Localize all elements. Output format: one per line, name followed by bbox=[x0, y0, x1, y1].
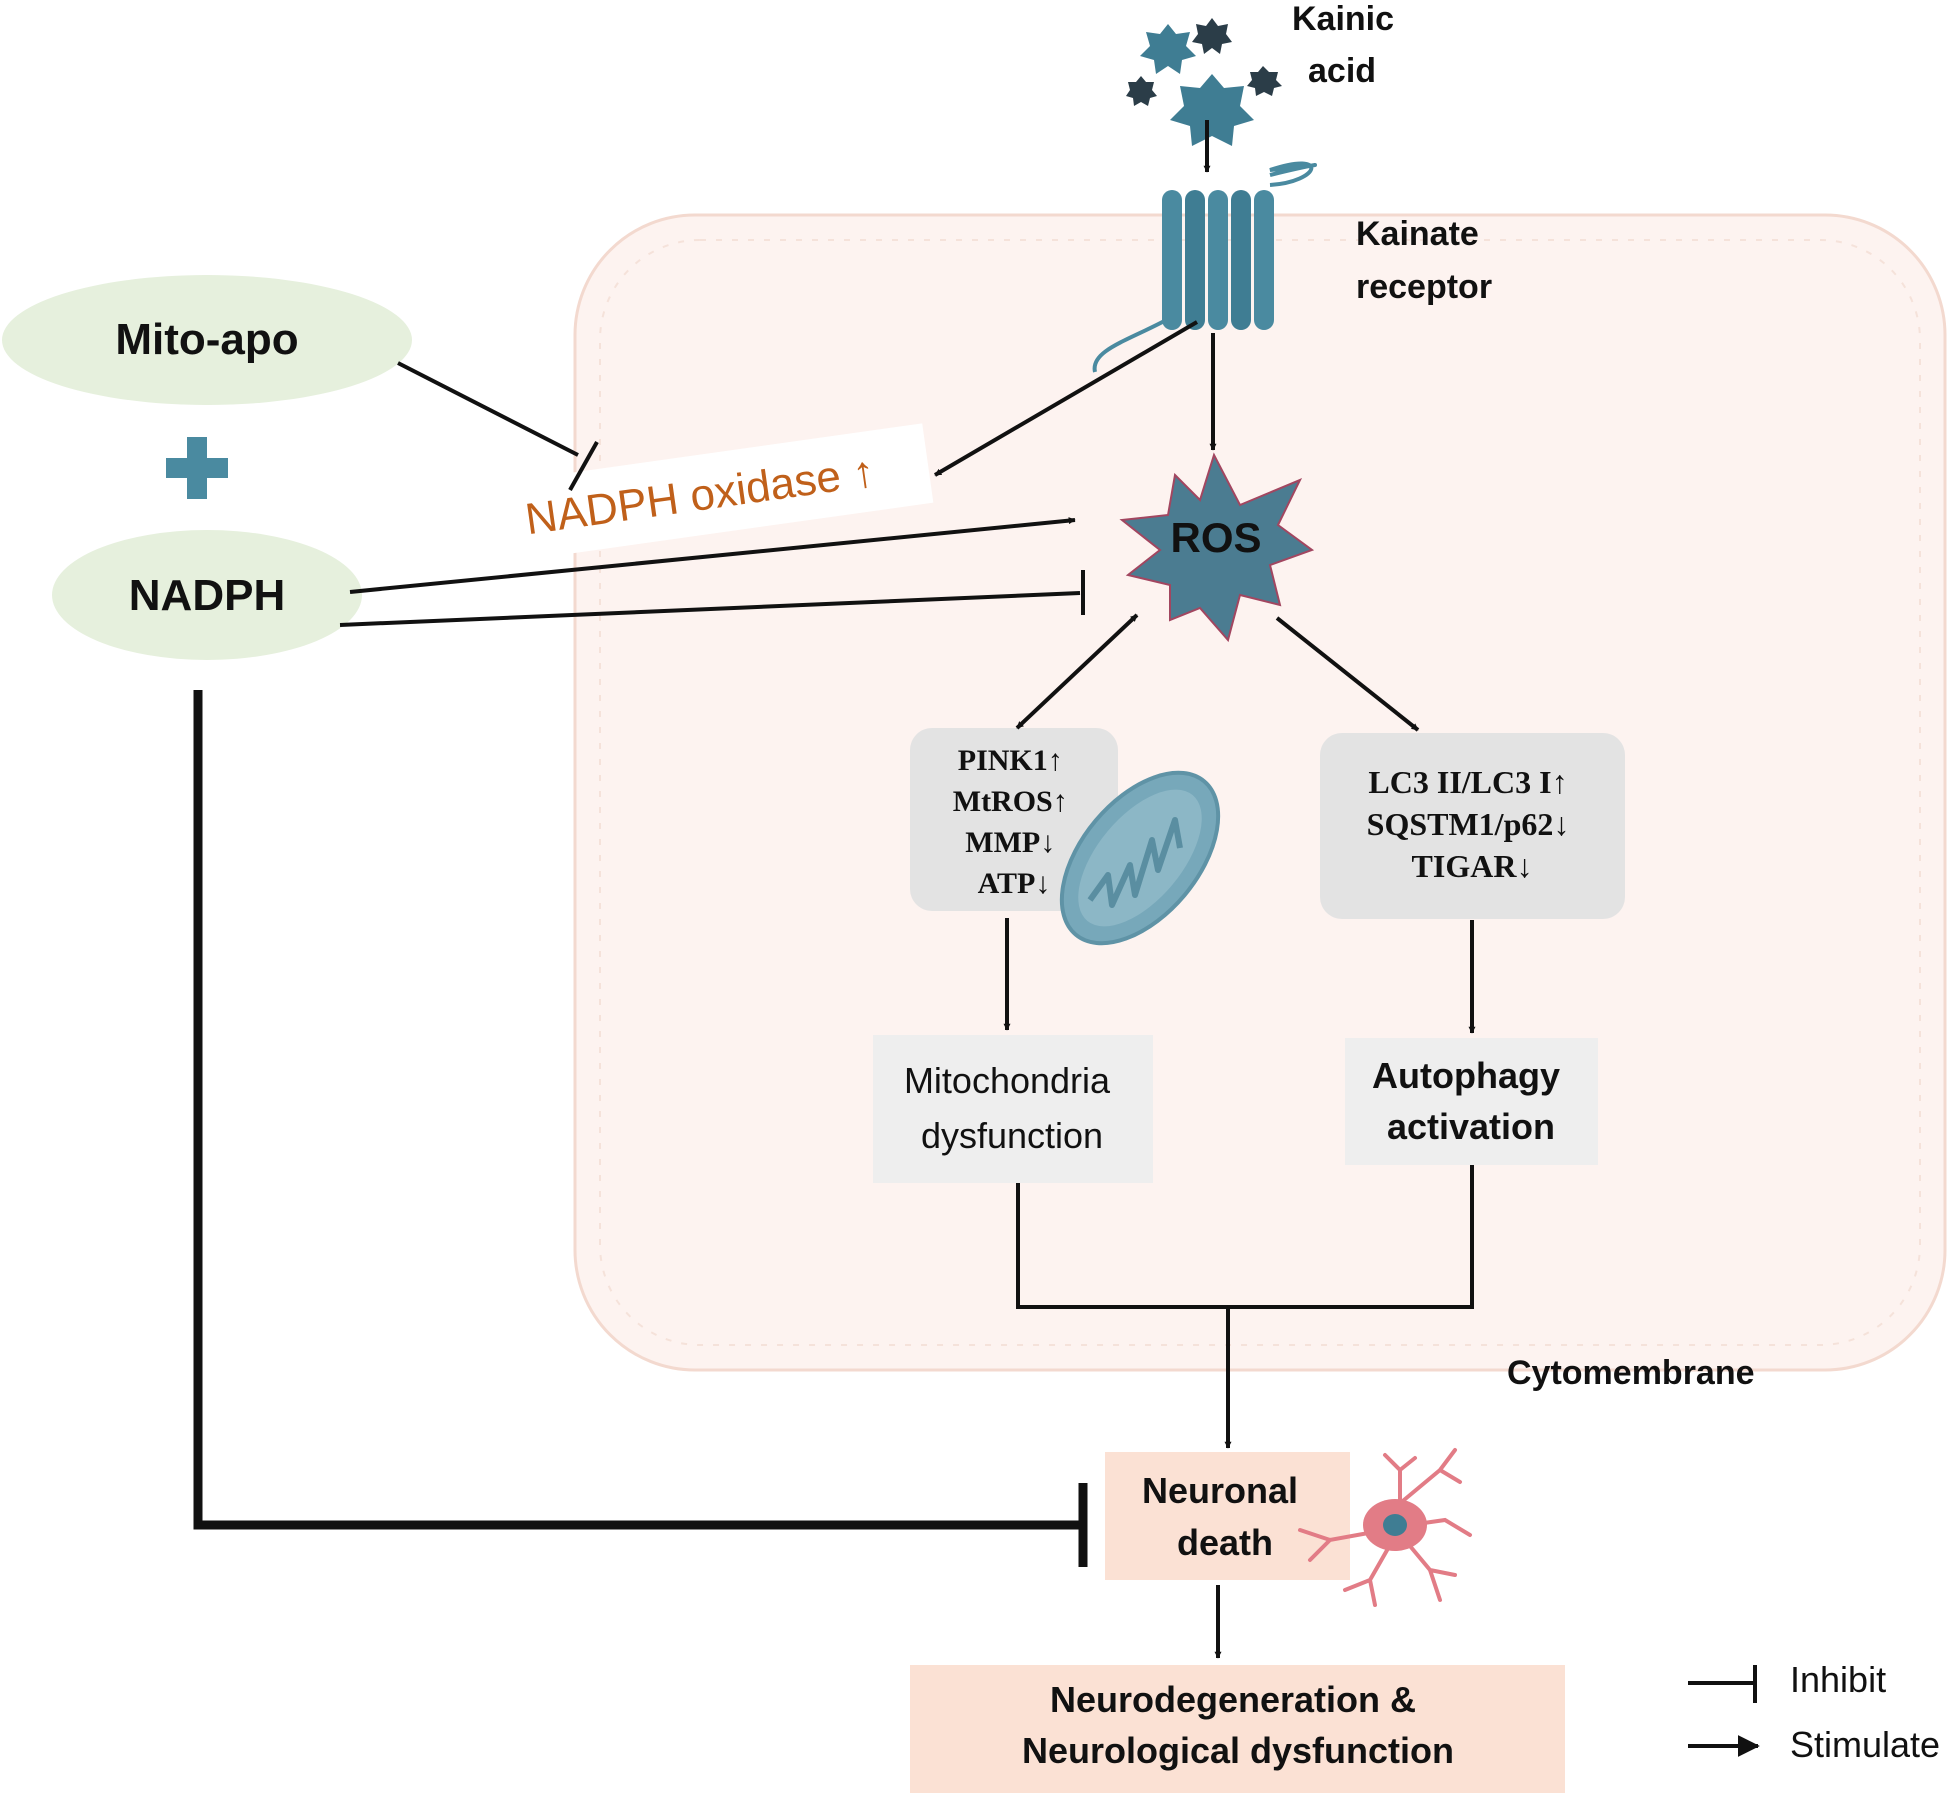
legend-stimulate-label: Stimulate bbox=[1790, 1724, 1940, 1765]
nadph-ellipse bbox=[52, 530, 362, 660]
marker-lc3: LC3 II/LC3 I↑ bbox=[1368, 764, 1567, 800]
kainic-acid-label-2: acid bbox=[1308, 52, 1376, 90]
outcome-box bbox=[910, 1665, 1565, 1793]
svg-text:Neurodegeneration & Neurol: Neurodegeneration & Neurological dysfunc… bbox=[1022, 1679, 1454, 1771]
neuronal-death-label-1: Neuronal bbox=[1142, 1470, 1298, 1511]
kainate-receptor-icon bbox=[1092, 161, 1317, 373]
autophagy-activation-label-1: Autophagy bbox=[1372, 1055, 1560, 1096]
inhibit-mitoapo-to-nadph-oxidase bbox=[397, 361, 579, 457]
outcome-label-1: Neurodegeneration & bbox=[1050, 1679, 1416, 1720]
cell-membrane bbox=[573, 213, 1947, 1372]
svg-text:Neuronal death: Neuronal death bbox=[1142, 1470, 1308, 1563]
kainate-receptor-label-2: receptor bbox=[1356, 268, 1492, 306]
mito-markers-box bbox=[910, 728, 1118, 911]
mito-apo-ellipse bbox=[2, 275, 412, 405]
mito-dysfunction-label-1: Mitochondria bbox=[904, 1060, 1111, 1101]
legend: Inhibit Stimulate bbox=[1688, 1659, 1940, 1765]
svg-text:Kainate receptor: Kainate receptor bbox=[1356, 215, 1492, 306]
marker-pink1: PINK1↑ bbox=[958, 744, 1063, 777]
kainate-receptor-label-1: Kainate bbox=[1356, 215, 1479, 253]
marker-mtros: MtROS↑ bbox=[953, 785, 1068, 818]
arrow-nadph-to-ros bbox=[349, 517, 1076, 594]
mito-dysfunction-label-2: dysfunction bbox=[921, 1115, 1103, 1156]
kainic-acid-label-1: Kainic bbox=[1292, 0, 1394, 38]
mito-dysfunction-box bbox=[873, 1035, 1153, 1183]
mito-apo-label: Mito-apo bbox=[115, 315, 298, 364]
neuronal-death-label-2: death bbox=[1177, 1522, 1273, 1563]
cytomembrane-label: Cytomembrane bbox=[1507, 1354, 1755, 1392]
legend-inhibit-label: Inhibit bbox=[1790, 1659, 1886, 1700]
neuron-icon bbox=[1298, 1448, 1472, 1607]
autophagy-activation-box bbox=[1345, 1038, 1598, 1165]
marker-atp: ATP↓ bbox=[978, 867, 1051, 900]
mitochondrion-icon bbox=[1059, 770, 1221, 946]
ros-star-icon bbox=[1119, 452, 1315, 643]
plus-icon bbox=[166, 437, 228, 499]
convergence-connector bbox=[1016, 1165, 1474, 1309]
kainic-acid-particles-icon bbox=[1126, 18, 1282, 146]
svg-text:Kainic acid: Kainic acid bbox=[1292, 0, 1404, 90]
svg-text:Mitochondria dysfunction: Mitochondria dysfunction bbox=[904, 1060, 1120, 1156]
arrow-ros-to-autophagy-markers bbox=[1275, 616, 1420, 732]
marker-tigar: TIGAR↓ bbox=[1412, 848, 1533, 884]
ros-label: ROS bbox=[1170, 514, 1261, 561]
svg-text:PINK1↑ MtROS↑ MMP↓: PINK1↑ MtROS↑ MMP↓ ATP↓ bbox=[953, 744, 1076, 900]
svg-text:LC3 II/LC3 I↑ SQSTM1/p62↓: LC3 II/LC3 I↑ SQSTM1/p62↓ TIGAR↓ bbox=[1367, 764, 1578, 884]
inhibit-nadph-to-ros bbox=[339, 591, 1081, 627]
autophagy-markers-box bbox=[1320, 733, 1625, 919]
marker-sqstm1: SQSTM1/p62↓ bbox=[1367, 806, 1570, 842]
svg-text:Autophagy activation: Autophagy activation bbox=[1372, 1055, 1570, 1147]
inhibit-bar-nadph-oxidase bbox=[568, 441, 599, 491]
nadph-label: NADPH bbox=[129, 571, 285, 620]
inhibit-nadph-to-neuronal-death bbox=[193, 690, 1088, 1567]
marker-mmp: MMP↓ bbox=[965, 826, 1055, 859]
autophagy-activation-label-2: activation bbox=[1387, 1106, 1555, 1147]
outcome-label-2: Neurological dysfunction bbox=[1022, 1730, 1454, 1771]
arrow-receptor-to-nadph-oxidase bbox=[933, 320, 1199, 477]
arrow-ros-mito-markers bbox=[1015, 613, 1139, 730]
